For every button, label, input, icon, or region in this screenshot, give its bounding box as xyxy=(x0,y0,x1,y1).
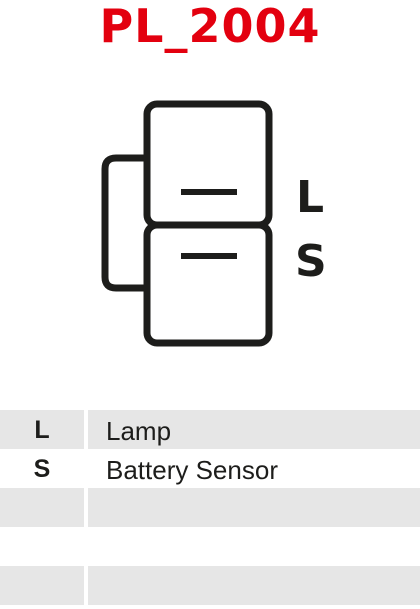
upper-terminal-housing xyxy=(143,100,273,229)
legend-row xyxy=(0,566,420,605)
legend-description: Battery Sensor xyxy=(106,455,278,485)
legend-code xyxy=(0,488,84,527)
legend-row: L Lamp xyxy=(0,410,420,449)
legend-description xyxy=(88,566,420,605)
connector-latch xyxy=(101,154,146,292)
page-title: PL_2004 xyxy=(99,0,321,53)
legend-row: S Battery Sensor xyxy=(0,449,420,488)
lower-terminal-housing xyxy=(143,221,273,347)
pin-legend-table: L Lamp S Battery Sensor xyxy=(0,410,420,605)
legend-code xyxy=(0,527,84,566)
legend-code: S xyxy=(33,455,51,483)
legend-row xyxy=(0,488,420,527)
legend-row xyxy=(0,527,420,566)
legend-code xyxy=(0,566,84,605)
pin-label-l: L xyxy=(296,172,325,223)
legend-code: L xyxy=(0,410,84,449)
legend-description xyxy=(88,488,420,527)
pin-label-s: S xyxy=(295,236,327,287)
connector-diagram xyxy=(101,100,273,347)
legend-description xyxy=(88,527,420,566)
legend-description: Lamp xyxy=(88,410,420,449)
